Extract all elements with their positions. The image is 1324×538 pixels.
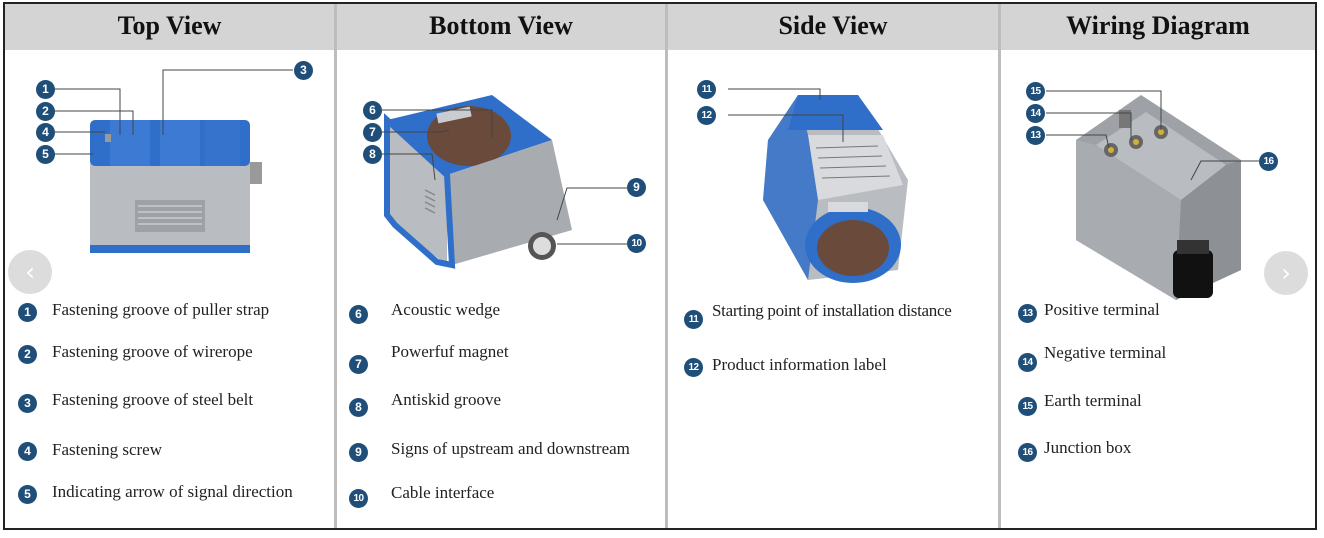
column-header-top-view: Top View (5, 4, 334, 50)
figure-frame (3, 2, 1317, 530)
top-view-device-image (53, 69, 293, 253)
chevron-right-icon: › (1281, 259, 1291, 287)
callout-badge-16: 16 (1259, 152, 1278, 171)
callout-badge-15: 15 (1026, 82, 1045, 101)
callout-badge-6: 6 (363, 101, 382, 120)
callout-badge-7: 7 (363, 123, 382, 142)
chevron-left-icon: ‹ (25, 258, 35, 286)
bottom-view-device-image (382, 95, 627, 269)
prev-arrow-button[interactable]: ‹ (8, 250, 52, 294)
column-divider (334, 4, 337, 528)
wiring-diagram-device-image (1046, 90, 1259, 300)
legend-label-12: Product information label (712, 355, 887, 374)
legend-label-10: Cable interface (391, 483, 495, 502)
legend-label-15: Earth terminal (1044, 391, 1142, 410)
callout-badge-4: 4 (36, 123, 55, 142)
legend-badge-9: 9 (349, 443, 368, 462)
legend-badge-4: 4 (18, 442, 37, 461)
legend-label-13: Positive terminal (1044, 300, 1160, 319)
callout-badge-10: 10 (627, 234, 646, 253)
column-header-bottom-view: Bottom View (337, 4, 665, 50)
legend-label-3: Fastening groove of steel belt (52, 390, 254, 409)
legend-label-5: Indicating arrow of signal direction (52, 482, 293, 501)
legend-label-4: Fastening screw (52, 440, 163, 459)
legend-badge-12: 12 (684, 358, 703, 377)
legend-label-11: Starting point of installation distance (712, 301, 952, 320)
callout-badge-12: 12 (697, 106, 716, 125)
legend-label-14: Negative terminal (1044, 343, 1167, 362)
legend-badge-11: 11 (684, 310, 703, 329)
legend-label-16: Junction box (1044, 438, 1132, 457)
legend-badge-16: 16 (1018, 443, 1037, 462)
legend-badge-5: 5 (18, 485, 37, 504)
legend-label-8: Antiskid groove (391, 390, 502, 409)
column-divider (998, 4, 1001, 528)
legend-badge-13: 13 (1018, 304, 1037, 323)
callout-badge-13: 13 (1026, 126, 1045, 145)
callout-badge-8: 8 (363, 145, 382, 164)
legend-badge-14: 14 (1018, 353, 1037, 372)
next-arrow-button[interactable]: › (1264, 251, 1308, 295)
callout-badge-14: 14 (1026, 104, 1045, 123)
legend-label-6: Acoustic wedge (391, 300, 501, 319)
column-header-side-view: Side View (668, 4, 998, 50)
legend-badge-8: 8 (349, 398, 368, 417)
callout-badge-2: 2 (36, 102, 55, 121)
legend-badge-3: 3 (18, 394, 37, 413)
legend-badge-1: 1 (18, 303, 37, 322)
side-view-device-image (728, 88, 908, 283)
legend-label-7: Powerfuf magnet (391, 342, 509, 361)
column-header-wiring-diagram: Wiring Diagram (1001, 4, 1315, 50)
legend-label-9: Signs of upstream and downstream (391, 439, 630, 458)
legend-badge-7: 7 (349, 355, 368, 374)
callout-badge-5: 5 (36, 145, 55, 164)
callout-badge-9: 9 (627, 178, 646, 197)
callout-badge-1: 1 (36, 80, 55, 99)
legend-badge-15: 15 (1018, 397, 1037, 416)
column-divider (665, 4, 668, 528)
legend-label-1: Fastening groove of puller strap (52, 300, 270, 319)
legend-label-2: Fastening groove of wirerope (52, 342, 253, 361)
legend-badge-6: 6 (349, 305, 368, 324)
legend-badge-10: 10 (349, 489, 368, 508)
legend-badge-2: 2 (18, 345, 37, 364)
callout-badge-3: 3 (294, 61, 313, 80)
callout-badge-11: 11 (697, 80, 716, 99)
